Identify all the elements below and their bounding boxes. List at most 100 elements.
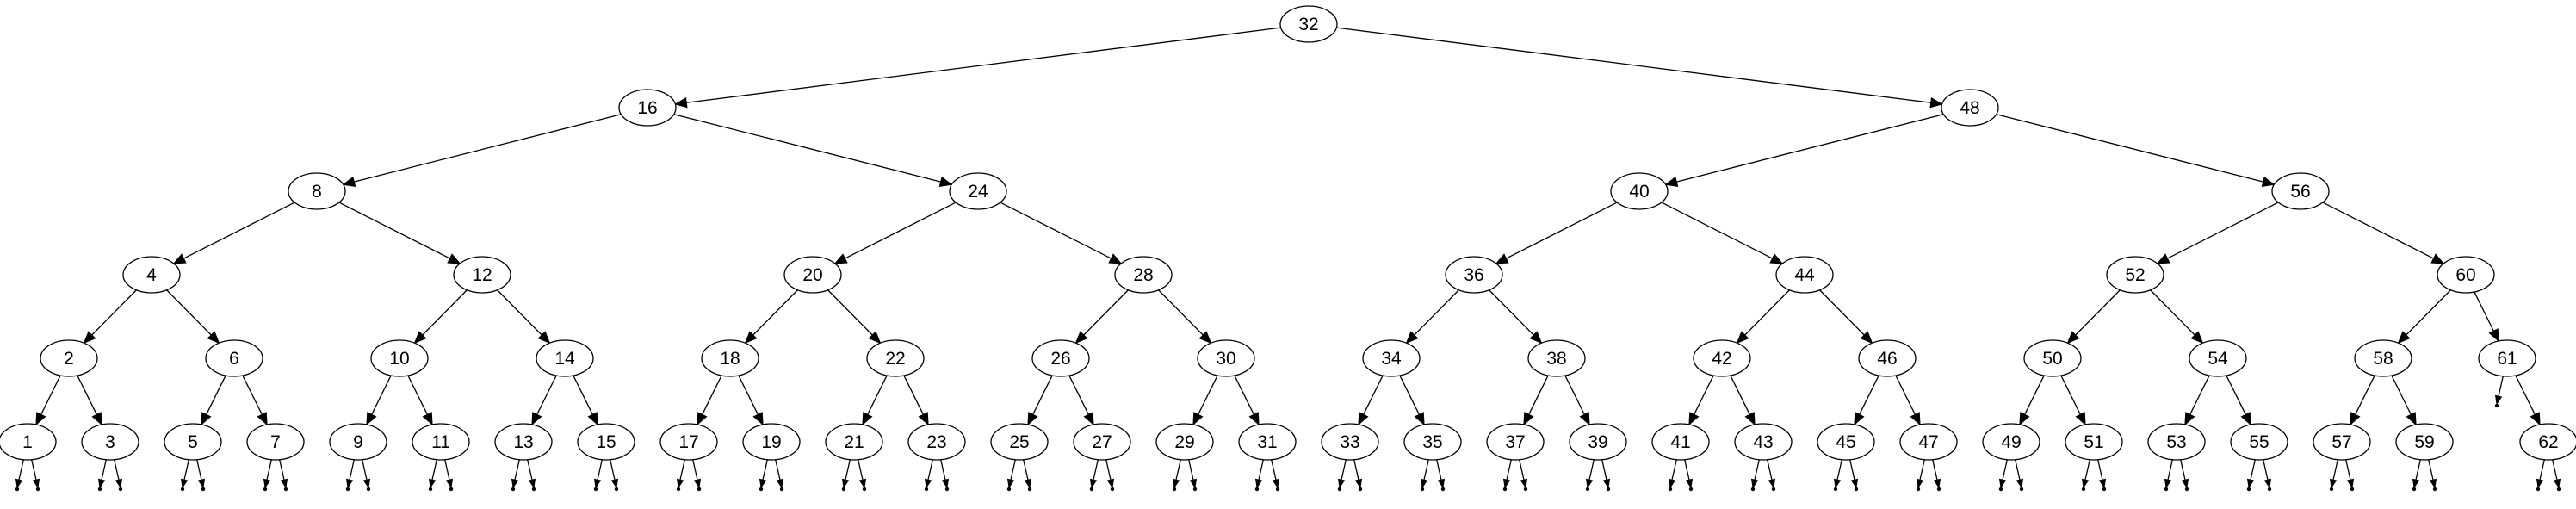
edge-line xyxy=(2345,459,2351,481)
edge-line xyxy=(266,459,272,481)
node-label: 15 xyxy=(596,432,616,452)
arrowhead xyxy=(1172,478,1180,489)
tree-node-10: 10 xyxy=(370,339,429,377)
arrowhead xyxy=(862,412,873,426)
edge-25-null-left xyxy=(1006,459,1016,489)
node-label: 11 xyxy=(431,432,450,452)
edge-line xyxy=(867,375,888,415)
null-leaf-marker xyxy=(841,487,846,492)
edge-line xyxy=(2332,459,2338,481)
edge-line xyxy=(702,375,722,415)
arrowhead xyxy=(428,478,437,489)
arrowhead xyxy=(2346,478,2355,489)
edge-line xyxy=(1198,375,1218,415)
tree-node-47: 47 xyxy=(1899,423,1958,461)
tree-node-22: 22 xyxy=(866,339,925,377)
node-ellipse xyxy=(370,339,429,377)
edge-23-null-right xyxy=(940,459,950,489)
null-leaf-marker xyxy=(2556,487,2561,492)
tree-node-37: 37 xyxy=(1486,423,1545,461)
edge-line xyxy=(2167,459,2173,481)
edge-11-null-left xyxy=(428,459,437,489)
null-leaf-marker xyxy=(1006,487,1012,492)
edge-18-19 xyxy=(738,375,764,426)
edge-16-24 xyxy=(673,114,953,188)
null-leaf-marker xyxy=(2267,487,2272,492)
arrowhead xyxy=(1664,176,1679,188)
edge-line xyxy=(1423,459,1429,481)
edge-59-null-right xyxy=(2428,459,2437,489)
node-ellipse xyxy=(866,339,925,377)
edge-21-null-left xyxy=(841,459,851,489)
edge-51-null-left xyxy=(2081,459,2090,489)
edge-35-null-left xyxy=(1420,459,1429,489)
edge-line xyxy=(196,459,202,481)
node-ellipse xyxy=(907,423,966,461)
tree-node-53: 53 xyxy=(2147,423,2206,461)
tree-node-35: 35 xyxy=(1403,423,1462,461)
tree-node-1: 1 xyxy=(0,423,57,461)
tree-node-17: 17 xyxy=(659,423,718,461)
arrowhead xyxy=(263,478,271,489)
node-label: 42 xyxy=(1712,349,1731,369)
arrowhead xyxy=(2329,478,2338,489)
edge-27-null-right xyxy=(1105,459,1115,489)
edge-line xyxy=(514,459,520,481)
node-ellipse xyxy=(1941,89,1999,127)
tree-node-4: 4 xyxy=(122,256,181,294)
edge-line xyxy=(2024,375,2045,415)
tree-node-43: 43 xyxy=(1734,423,1793,461)
node-label: 21 xyxy=(844,432,864,452)
arrowhead xyxy=(1933,478,1941,489)
node-label: 31 xyxy=(1257,432,1277,452)
arrowhead xyxy=(1024,478,1032,489)
node-label: 36 xyxy=(1464,265,1483,285)
arrowhead xyxy=(2412,478,2420,489)
edge-31-null-left xyxy=(1254,459,1264,489)
node-label: 33 xyxy=(1340,432,1359,452)
edge-line xyxy=(573,375,593,415)
arrowhead xyxy=(1833,478,1842,489)
node-label: 37 xyxy=(1505,432,1525,452)
edge-26-25 xyxy=(1027,375,1053,426)
arrowhead xyxy=(1108,253,1123,264)
edge-line xyxy=(101,459,107,481)
edge-48-40 xyxy=(1664,114,1944,188)
node-label: 27 xyxy=(1092,432,1112,452)
edge-23-null-left xyxy=(924,459,933,489)
edge-line xyxy=(371,375,392,415)
edge-1-null-right xyxy=(31,459,40,489)
edge-line xyxy=(1083,289,1129,336)
node-label: 48 xyxy=(1960,98,1979,118)
arrowhead xyxy=(2164,478,2172,489)
node-label: 40 xyxy=(1629,182,1649,202)
edge-20-18 xyxy=(744,289,798,345)
node-label: 30 xyxy=(1216,349,1235,369)
arrowhead xyxy=(1358,412,1369,426)
node-ellipse xyxy=(577,423,635,461)
node-ellipse xyxy=(288,172,346,210)
edge-30-29 xyxy=(1192,375,1218,426)
null-leaf-marker xyxy=(2081,487,2086,492)
node-label: 26 xyxy=(1050,349,1070,369)
null-leaf-marker xyxy=(263,487,268,492)
node-label: 49 xyxy=(2001,432,2021,452)
tree-node-30: 30 xyxy=(1197,339,1255,377)
edge-56-60 xyxy=(2322,202,2445,264)
null-leaf-marker xyxy=(779,487,784,492)
node-label: 57 xyxy=(2331,432,2351,452)
edge-line xyxy=(2539,459,2545,481)
tree-node-32: 32 xyxy=(1279,5,1338,43)
edge-line xyxy=(2498,376,2504,397)
null-leaf-marker xyxy=(1502,487,1508,492)
tree-node-36: 36 xyxy=(1445,256,1503,294)
edge-line xyxy=(1895,375,1916,415)
edge-line xyxy=(338,202,450,259)
null-leaf-marker xyxy=(2246,487,2251,492)
arrowhead xyxy=(841,478,850,489)
arrowhead xyxy=(918,412,929,426)
edge-line xyxy=(1068,375,1089,415)
edge-7-null-left xyxy=(263,459,272,489)
arrowhead xyxy=(1189,478,1198,489)
null-leaf-marker xyxy=(2350,487,2355,492)
